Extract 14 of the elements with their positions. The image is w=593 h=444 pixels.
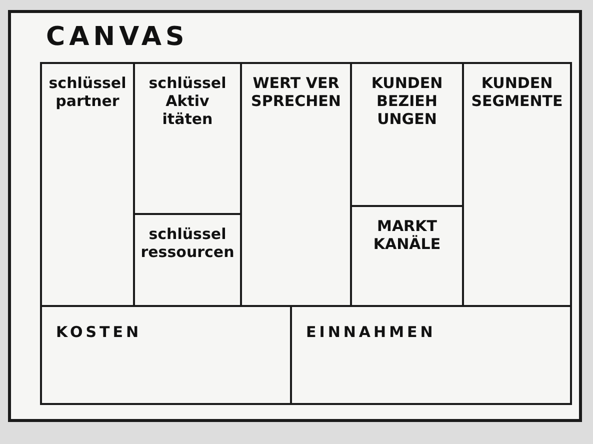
cell-heading: KOSTEN: [56, 323, 143, 341]
canvas-cell: [290, 305, 572, 405]
canvas-cell: [40, 62, 135, 307]
cell-heading: EINNAHMEN: [306, 323, 437, 341]
cell-heading: KUNDEN BEZIEH UNGEN: [371, 74, 443, 128]
cell-heading: schlüssel ressourcen: [140, 225, 234, 261]
cell-heading: schlüssel Aktiv itäten: [148, 74, 226, 128]
cell-heading: WERT VER SPRECHEN: [251, 74, 341, 110]
title: CANVAS: [46, 22, 188, 52]
cell-heading: KUNDEN SEGMENTE: [471, 74, 563, 110]
cell-heading: schlüssel partner: [48, 74, 126, 110]
canvas-cell: [462, 62, 572, 307]
cell-heading: MARKT KANÄLE: [373, 217, 441, 253]
canvas-cell: [40, 305, 292, 405]
